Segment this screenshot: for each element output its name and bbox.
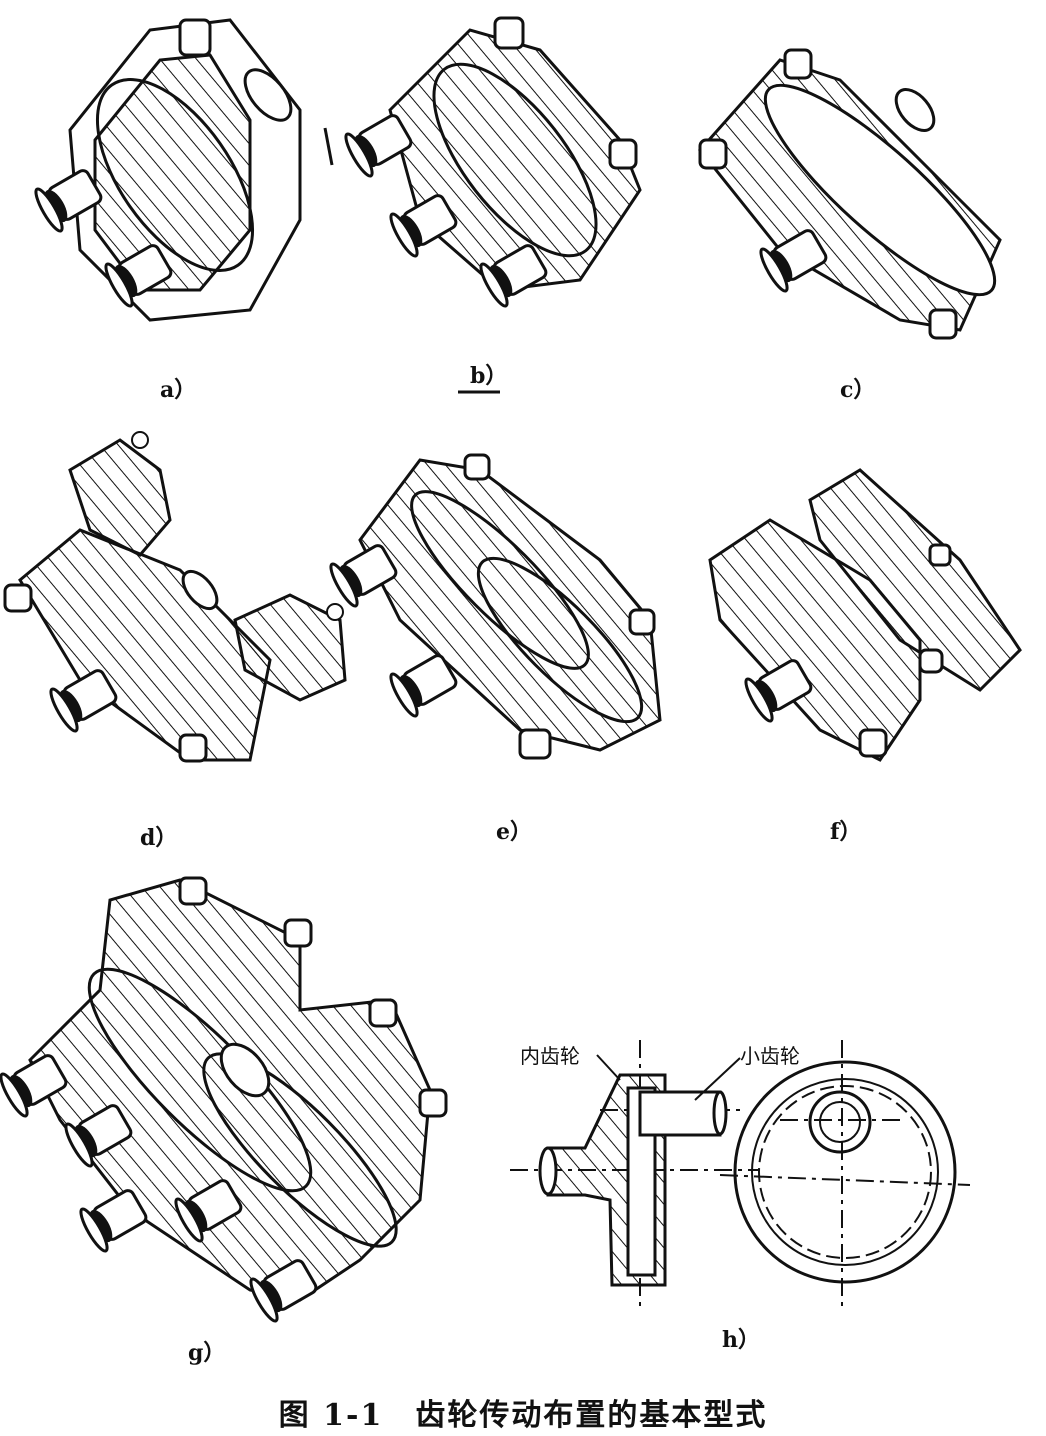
panel-d-drawing	[3, 431, 347, 763]
panel-label-h: h）	[722, 1327, 760, 1353]
panel-c-drawing	[698, 48, 1002, 340]
panel-b-drawing	[340, 16, 642, 394]
panel-label-f: f）	[830, 819, 862, 845]
internal-gear-label: 内齿轮	[520, 1044, 580, 1068]
panel-label-c: c）	[840, 377, 876, 403]
panel-h-drawing	[510, 1040, 971, 1310]
panel-g-drawing	[0, 876, 448, 1326]
panel-label-a: a）	[160, 377, 197, 403]
panel-f-drawing	[708, 468, 1022, 762]
panel-e-drawing	[325, 453, 662, 760]
panel-label-e: e）	[496, 819, 532, 845]
panel-label-b: b）	[470, 363, 508, 389]
panel-label-g: g）	[188, 1340, 226, 1366]
pinion-label: 小齿轮	[740, 1044, 800, 1068]
panel-label-d: d）	[140, 825, 178, 851]
figure-caption: 图 1-1 齿轮传动布置的基本型式	[278, 1398, 768, 1433]
panel-a-drawing	[30, 18, 334, 322]
